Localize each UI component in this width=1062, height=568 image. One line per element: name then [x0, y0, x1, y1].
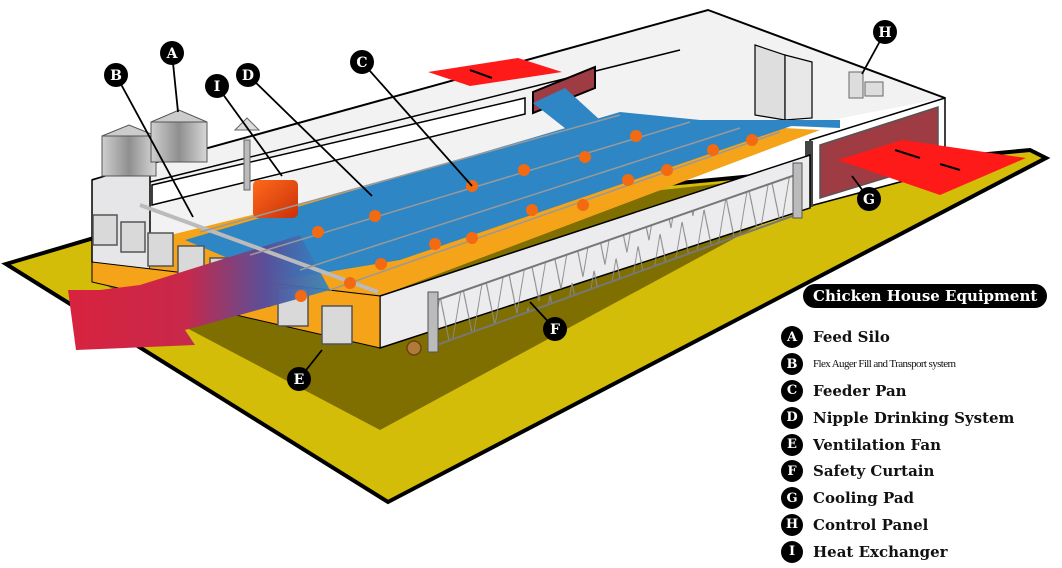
svg-text:F: F [550, 322, 560, 338]
callout-g: G [857, 187, 881, 211]
legend-label: Nipple Drinking System [813, 408, 1015, 427]
svg-text:D: D [242, 68, 254, 84]
airflow-arrows [469, 69, 961, 171]
svg-text:I: I [214, 79, 221, 95]
legend-item-ventilation-fan: E Ventilation Fan [781, 431, 1014, 458]
cooling-air-inlet [838, 140, 1026, 195]
legend-item-heat-exchanger: I Heat Exchanger [781, 538, 1014, 565]
legend-label: Cooling Pad [813, 489, 915, 508]
callout-d: D [236, 63, 260, 87]
badge-a: A [781, 326, 803, 349]
badge-f: F [781, 460, 803, 483]
badge-b: B [781, 353, 803, 376]
legend-label: Control Panel [813, 515, 929, 534]
badge-d: D [781, 406, 803, 429]
callout-b: B [104, 63, 128, 87]
badge-c: C [781, 379, 803, 402]
legend: A Feed Silo B Flex Auger Fill and Transpor… [781, 324, 1014, 565]
legend-item-cooling-pad: G Cooling Pad [781, 485, 1014, 512]
legend-item-feeder-pan: C Feeder Pan [781, 378, 1014, 405]
legend-item-nipple-drinking: D Nipple Drinking System [781, 404, 1014, 431]
svg-text:B: B [110, 68, 122, 84]
feeder-lines [199, 114, 781, 291]
auger-pipe [139, 203, 379, 294]
svg-text:E: E [294, 372, 305, 388]
legend-label: Safety Curtain [813, 462, 935, 481]
badge-g: G [781, 487, 803, 510]
callout-e: E [287, 367, 311, 391]
legend-label: Ventilation Fan [813, 435, 941, 454]
feed-silos [101, 109, 208, 177]
callout-f: F [543, 317, 567, 341]
legend-title: Chicken House Equipment [803, 284, 1048, 308]
callout-h: H [873, 20, 897, 44]
svg-text:A: A [166, 46, 179, 62]
callout-c: C [350, 50, 374, 74]
legend-item-feed-silo: A Feed Silo [781, 324, 1014, 351]
badge-h: H [781, 513, 803, 536]
badge-i: I [781, 540, 803, 563]
feeder-pans [295, 130, 758, 302]
legend-item-flex-auger: B Flex Auger Fill and Transport system [781, 351, 1014, 378]
legend-label: Heat Exchanger [813, 542, 948, 561]
legend-label: Feed Silo [813, 328, 890, 347]
legend-label: Feeder Pan [813, 381, 907, 400]
legend-item-control-panel: H Control Panel [781, 512, 1014, 539]
callout-i: I [205, 74, 229, 98]
legend-label: Flex Auger Fill and Transport system [813, 358, 956, 371]
svg-text:G: G [863, 192, 875, 208]
roof-air-inlet [428, 58, 562, 86]
svg-text:C: C [356, 55, 367, 71]
callout-a: A [160, 41, 184, 65]
control-panel [848, 71, 884, 99]
legend-item-safety-curtain: F Safety Curtain [781, 458, 1014, 485]
badge-e: E [781, 433, 803, 456]
svg-text:H: H [878, 25, 891, 41]
curtain-winch-icon [406, 340, 422, 356]
exhaust-air-arrow [68, 235, 330, 350]
